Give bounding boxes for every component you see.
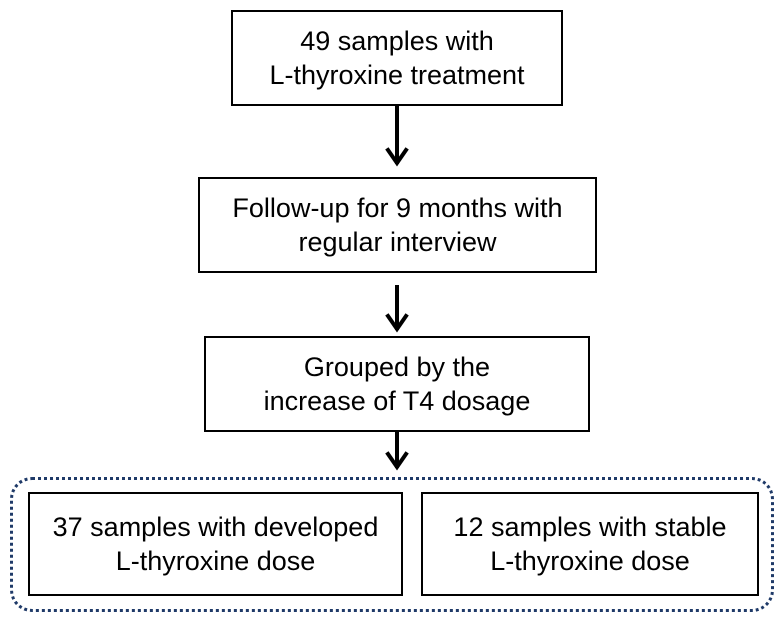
step-box-text-line: Follow-up for 9 months with (232, 193, 563, 223)
step-box-samples-treatment: 49 samples with L-thyroxine treatment (231, 10, 563, 106)
step-box-text-line: L-thyroxine treatment (269, 60, 525, 90)
step-box-grouped: Grouped by the increase of T4 dosage (204, 336, 590, 432)
arrow-step2-to-step3 (385, 285, 409, 333)
step-box-text-line: regular interview (298, 227, 497, 257)
outcome-group-dotted-border (10, 477, 774, 612)
outcome-box-text-line: 37 samples with developed (52, 512, 379, 542)
arrow-step1-to-step2 (385, 106, 409, 167)
outcome-box-stable-dose: 12 samples with stable L-thyroxine dose (421, 492, 759, 596)
outcome-box-text-line: L-thyroxine dose (115, 546, 316, 576)
arrow-step3-to-outcomes (385, 425, 409, 471)
outcome-box-developed-dose: 37 samples with developed L-thyroxine do… (28, 492, 403, 596)
outcome-box-text-line: 12 samples with stable (453, 512, 727, 542)
step-box-text-line: Grouped by the (303, 352, 491, 382)
outcome-box-text-line: L-thyroxine dose (490, 546, 690, 576)
step-box-text-line: increase of T4 dosage (263, 386, 531, 416)
step-box-follow-up: Follow-up for 9 months with regular inte… (198, 177, 597, 273)
step-box-text-line: 49 samples with (300, 26, 494, 56)
